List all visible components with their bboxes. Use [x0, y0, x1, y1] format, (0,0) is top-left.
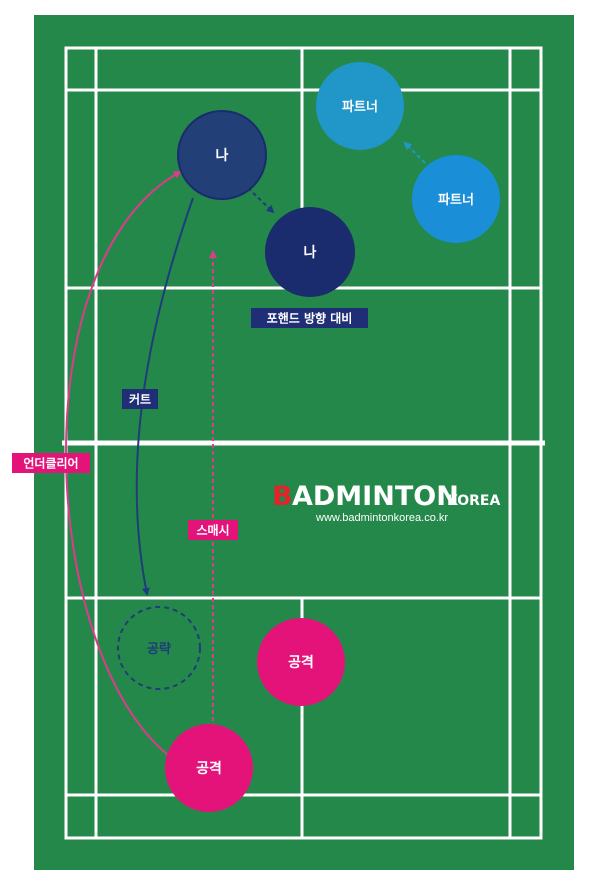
player-attacker-back-label: 공격 — [196, 760, 222, 777]
underclear-label: 언더클리어 — [23, 456, 78, 471]
player-me-1-label: 나 — [216, 148, 229, 164]
logo-korea: KOREA — [447, 493, 500, 509]
player-partner-1: 파트너 — [316, 62, 404, 150]
underclear-badge: 언더클리어 — [12, 453, 90, 473]
logo-initial: B — [272, 481, 293, 512]
forehand-note-badge: 포핸드 방향 대비 — [251, 308, 368, 328]
player-partner-1-label: 파트너 — [342, 99, 378, 115]
logo-url: www.badmintonkorea.co.kr — [315, 512, 448, 524]
smash-badge: 스매시 — [188, 520, 238, 540]
player-attacker-front-label: 공격 — [288, 654, 314, 671]
me-move-arrow — [247, 187, 275, 214]
player-attacker-front: 공격 — [257, 618, 345, 706]
player-me-1: 나 — [177, 110, 267, 200]
player-attacker-back: 공격 — [165, 724, 253, 812]
partner-move-arrow — [403, 141, 426, 164]
cut-label: 커트 — [129, 392, 151, 407]
logo-wordmark: ADMINTON — [292, 481, 459, 512]
player-partner-2-label: 파트너 — [438, 192, 474, 208]
target-spot: 공략 — [117, 606, 201, 690]
smash-label: 스매시 — [196, 523, 229, 538]
target-spot-label: 공략 — [147, 642, 171, 657]
player-me-2-label: 나 — [304, 245, 317, 261]
cut-badge: 커트 — [122, 389, 158, 409]
forehand-note-label: 포핸드 방향 대비 — [267, 311, 353, 326]
player-partner-2: 파트너 — [412, 155, 500, 243]
player-me-2: 나 — [265, 207, 355, 297]
badminton-korea-logo: B ADMINTON KOREA www.badmintonkorea.co.k… — [272, 481, 500, 524]
